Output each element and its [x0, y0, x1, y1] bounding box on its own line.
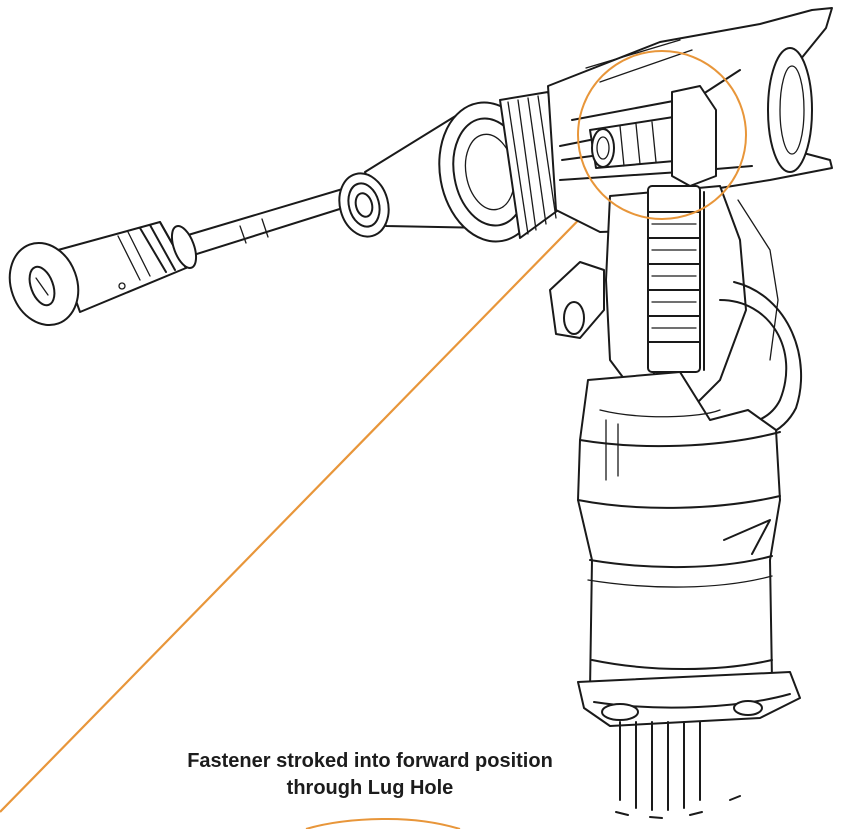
callout-bottom-arc: [305, 817, 461, 829]
diagram-caption: Fastener stroked into forward position t…: [130, 748, 610, 802]
callout-detail-circle: [577, 50, 747, 220]
caption-line-1: Fastener stroked into forward position: [187, 750, 553, 772]
caption-line-2: through Lug Hole: [286, 777, 454, 799]
handle-assembly: [549, 185, 803, 443]
nose-assembly: [8, 91, 573, 327]
callout-leader-line: [0, 195, 603, 813]
spring: [647, 185, 701, 373]
cylinder-body: [577, 371, 801, 819]
